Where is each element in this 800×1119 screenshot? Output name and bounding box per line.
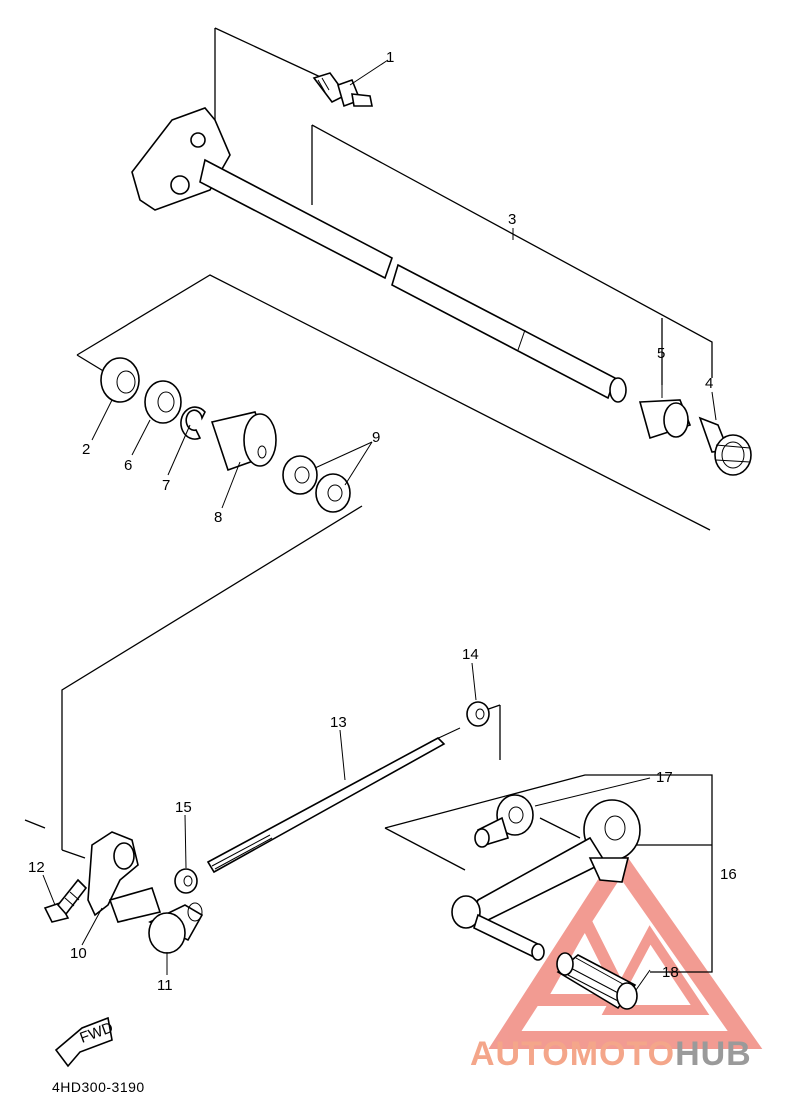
callout-10: 10 — [70, 945, 87, 962]
drawing-code: 4HD300-3190 — [52, 1079, 145, 1095]
part-nut-15 — [174, 868, 198, 894]
part-bolt-1 — [312, 72, 373, 108]
callout-1: 1 — [386, 49, 394, 66]
part-spring-4 — [698, 416, 752, 476]
part-nut-9a — [282, 455, 318, 495]
callout-2: 2 — [82, 441, 90, 458]
callout-4: 4 — [705, 375, 713, 392]
callout-11: 11 — [157, 977, 173, 994]
callout-6: 6 — [124, 457, 132, 474]
part-nut-14 — [466, 701, 490, 727]
part-ball-joint-17 — [474, 794, 534, 848]
assembly-lines — [24, 27, 713, 973]
callout-15: 15 — [175, 799, 192, 816]
callout-7: 7 — [162, 477, 170, 494]
watermark-part1: AUTOMOTO — [470, 1035, 675, 1073]
part-joint-11 — [148, 902, 204, 954]
part-oil-seal-2 — [100, 357, 140, 403]
callout-9: 9 — [372, 429, 380, 446]
callout-5: 5 — [657, 345, 665, 362]
part-bushing-8 — [210, 411, 277, 472]
part-joint-10 — [87, 831, 162, 923]
part-circlip-7 — [180, 406, 206, 440]
part-nut-9b — [315, 473, 351, 513]
callout-8: 8 — [214, 509, 222, 526]
callouts: 1 2 3 4 5 6 7 8 9 10 11 12 13 14 15 16 1… — [28, 49, 737, 994]
part-shift-pedal-16 — [451, 799, 641, 961]
callout-18: 18 — [662, 964, 679, 981]
part-bolt-12 — [43, 878, 88, 923]
part-collar-5 — [638, 399, 692, 440]
leader-lines — [42, 59, 717, 991]
callout-3: 3 — [508, 211, 516, 228]
callout-17: 17 — [656, 769, 673, 786]
part-shift-rod-13 — [206, 727, 461, 874]
watermark-text: AUTOMOTOHUB — [470, 1035, 752, 1073]
part-washer-6 — [144, 380, 182, 424]
watermark-part2: HUB — [675, 1035, 752, 1073]
fwd-arrow-icon — [54, 1016, 113, 1068]
callout-14: 14 — [462, 646, 479, 663]
callout-12: 12 — [28, 859, 45, 876]
part-pedal-rubber-18 — [556, 952, 638, 1010]
callout-13: 13 — [330, 714, 347, 731]
part-shift-shaft-3 — [131, 107, 627, 403]
callout-16: 16 — [720, 866, 737, 883]
